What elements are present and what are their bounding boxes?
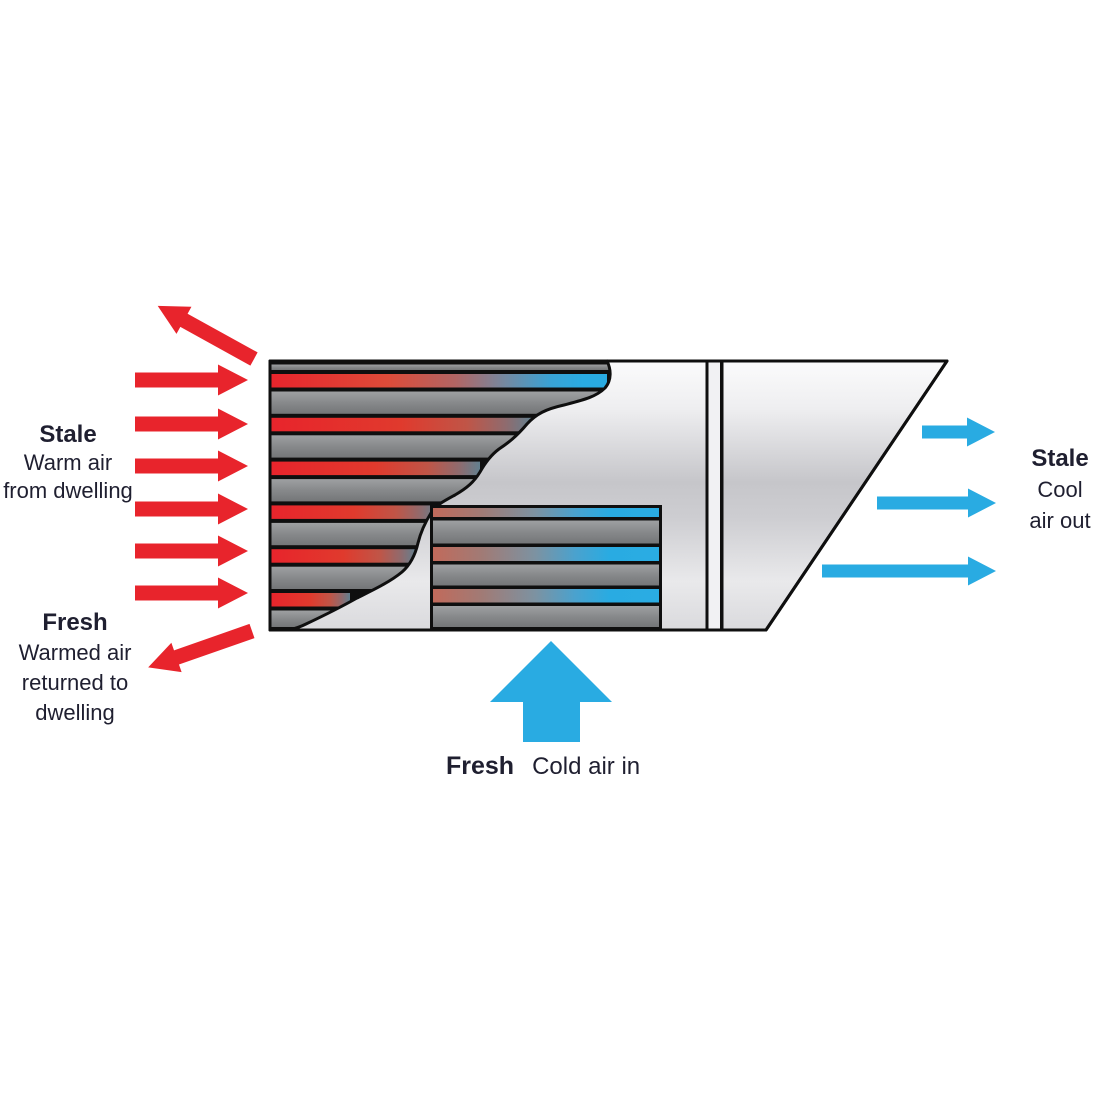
label-stale-warm-in-title: Stale <box>39 421 97 448</box>
warm-in-arrow-3 <box>135 450 248 482</box>
exchanger-casing-outline <box>268 359 949 632</box>
label-stale-warm-in: Stale Warm air from dwelling <box>0 421 138 505</box>
casing-seam <box>705 361 724 630</box>
label-fresh-warmed-out-line2: returned to <box>21 670 129 695</box>
inner-core-stack <box>430 505 662 630</box>
fresh-supply-arrow <box>490 641 612 742</box>
label-stale-cool-out: Stale Cool air out <box>995 443 1100 536</box>
label-stale-warm-in-line2: from dwelling <box>3 478 133 503</box>
cool-out-arrow-3 <box>822 556 996 586</box>
label-stale-cool-out-line2: air out <box>1029 508 1091 533</box>
cool-out-arrow-2 <box>877 488 996 518</box>
warm-in-arrow-2 <box>135 408 248 440</box>
warm-in-arrow-1 <box>135 364 248 396</box>
cool-out-arrow-1 <box>922 417 995 447</box>
warm-return-arrow-top <box>157 305 258 366</box>
warm-in-arrows <box>135 364 248 609</box>
label-stale-cool-out-title: Stale <box>1031 445 1089 472</box>
label-fresh-warmed-out-title: Fresh <box>42 609 108 636</box>
warm-in-arrow-6 <box>135 577 248 609</box>
label-stale-warm-in-line1: Warm air <box>23 450 113 475</box>
label-fresh-warmed-out-line3: dwelling <box>35 700 115 725</box>
warm-in-arrow-4 <box>135 493 248 525</box>
label-fresh-cold-in-title: Fresh <box>446 752 515 780</box>
label-fresh-cold-in: Fresh Cold air in <box>446 752 706 781</box>
cool-out-arrows <box>822 417 996 586</box>
warm-return-arrow-bottom <box>148 623 255 673</box>
label-fresh-warmed-out-line1: Warmed air <box>18 640 132 665</box>
label-stale-cool-out-line1: Cool <box>1037 477 1083 502</box>
torn-edge <box>287 359 612 632</box>
label-fresh-warmed-out: Fresh Warmed air returned to dwelling <box>0 608 150 728</box>
label-fresh-cold-in-line1: Cold air in <box>532 753 641 780</box>
warm-in-arrow-5 <box>135 535 248 567</box>
